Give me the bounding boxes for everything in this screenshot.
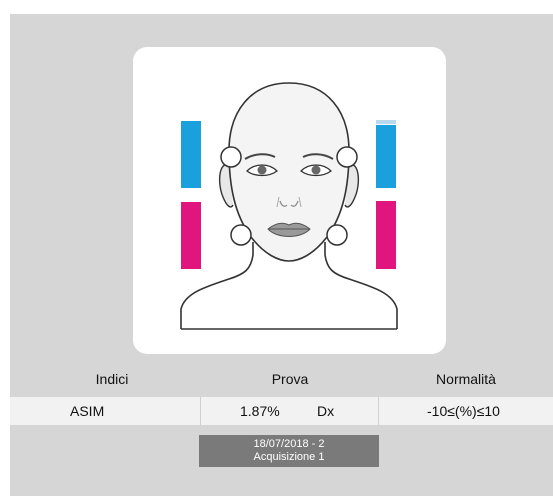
left-lower-bar (181, 202, 201, 269)
table-row: ASIM 1.87% Dx -10≤(%)≤10 (10, 397, 553, 425)
lower-right-marker (326, 224, 348, 246)
upper-left-marker (220, 146, 242, 168)
acquisition-label: Acquisizione 1 (253, 451, 325, 463)
right-lower-bar (376, 201, 396, 269)
column-divider (200, 397, 201, 425)
side-cell: Dx (317, 403, 335, 419)
right-upper-bar (376, 125, 396, 188)
column-divider (378, 397, 379, 425)
acquisition-date: 18/07/2018 - 2 (253, 438, 325, 450)
header-indices: Indici (95, 371, 129, 387)
normal-range-cell: -10≤(%)≤10 (427, 403, 500, 419)
lower-left-marker (230, 224, 252, 246)
acquisition-stamp: 18/07/2018 - 2 Acquisizione 1 (199, 435, 379, 467)
upper-right-marker (336, 146, 358, 168)
index-cell: ASIM (70, 403, 105, 419)
face-card (133, 47, 446, 354)
right-upper-bar-cap (376, 120, 396, 124)
value-cell: 1.87% (240, 403, 280, 419)
header-normality: Normalità (436, 371, 496, 387)
left-upper-bar (181, 121, 201, 188)
face-diagram-icon (180, 82, 398, 330)
header-test: Prova (271, 371, 309, 387)
